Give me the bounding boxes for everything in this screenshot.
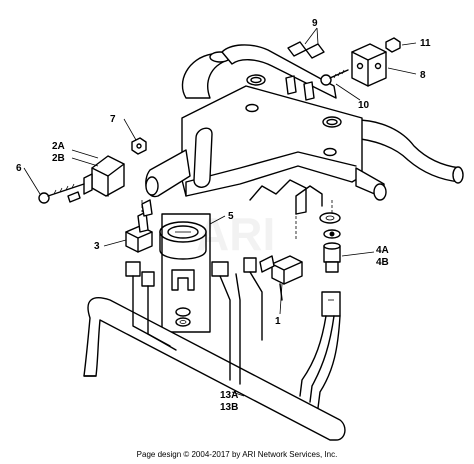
callout-13b: 13B xyxy=(220,402,238,413)
callout-7: 7 xyxy=(110,114,116,125)
callout-10: 10 xyxy=(358,100,370,111)
watermark: ARI xyxy=(196,208,275,260)
toggle-switch-3 xyxy=(125,199,153,253)
handle-bar-assembly xyxy=(145,44,464,215)
screw-10 xyxy=(320,69,349,86)
callout-6: 6 xyxy=(16,163,22,174)
ignition-switch-4 xyxy=(319,200,341,273)
switch-2 xyxy=(67,155,125,203)
callout-5: 5 xyxy=(228,211,234,222)
fuse-blades xyxy=(285,41,325,101)
wire-connectors xyxy=(125,257,341,317)
callout-labels: 9 11 8 10 7 2A 2B 6 3 5 4A 4B 1 13A 13B xyxy=(16,18,431,413)
callout-9: 9 xyxy=(312,18,318,29)
callout-4a: 4A xyxy=(376,245,389,256)
nut-7 xyxy=(131,137,147,155)
fuse-holder-bracket xyxy=(351,43,387,87)
nut-11 xyxy=(385,37,401,53)
switch-1 xyxy=(259,255,303,285)
callout-4b: 4B xyxy=(376,257,389,268)
wire-harness-13 xyxy=(83,196,346,441)
footer-credit: Page design © 2004-2017 by ARI Network S… xyxy=(136,450,338,459)
callout-3: 3 xyxy=(94,241,100,252)
hour-meter-5 xyxy=(159,213,211,333)
callout-2b: 2B xyxy=(52,153,65,164)
leader-lines xyxy=(23,27,417,397)
callout-11: 11 xyxy=(420,38,431,49)
callout-1: 1 xyxy=(275,316,281,327)
screw-6 xyxy=(38,183,85,204)
callout-13a: 13A xyxy=(220,390,238,401)
callout-2a: 2A xyxy=(52,141,65,152)
callout-8: 8 xyxy=(420,70,426,81)
